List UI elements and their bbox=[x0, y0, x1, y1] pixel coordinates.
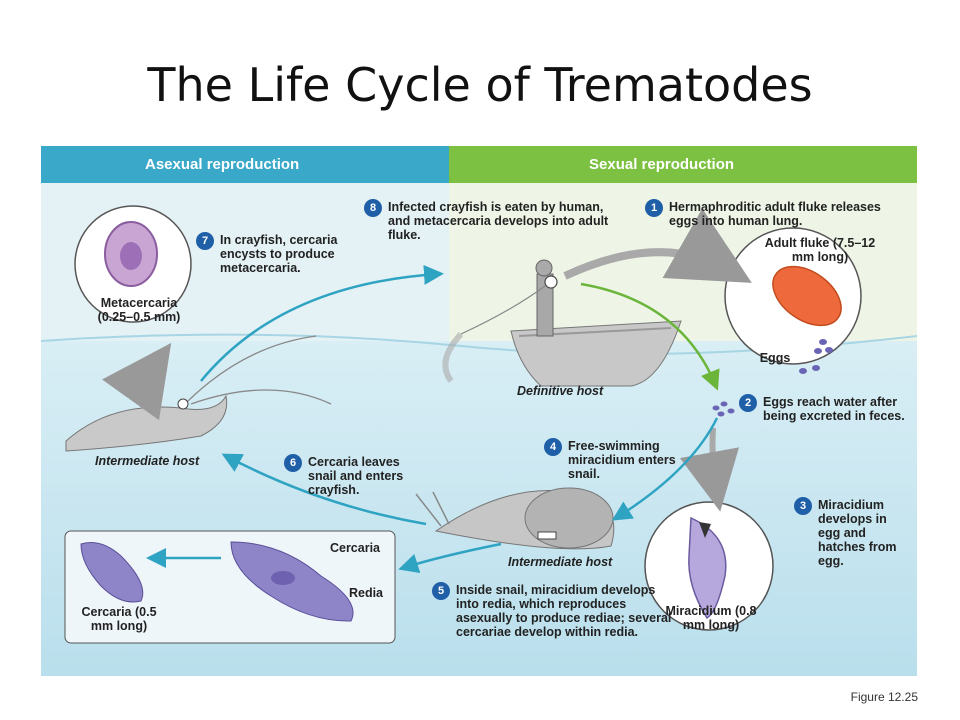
adult-fluke-label: Adult fluke (7.5–12 mm long) bbox=[764, 236, 876, 264]
asexual-band: Asexual reproduction bbox=[41, 146, 449, 183]
definitive-host-label: Definitive host bbox=[517, 384, 604, 398]
arrow-6 bbox=[221, 453, 427, 526]
page-title: The Life Cycle of Trematodes bbox=[147, 58, 813, 112]
step-1-text: Hermaphroditic adult fluke releases eggs… bbox=[669, 200, 881, 228]
step-4-text: Free-swimming miracidium enters snail. bbox=[568, 439, 676, 481]
miracidium-shape bbox=[688, 516, 727, 620]
sexual-band: Sexual reproduction bbox=[449, 146, 917, 183]
step-badge-8: 8 bbox=[364, 199, 382, 217]
arrow-4 bbox=[611, 417, 719, 521]
snail-host-label: Intermediate host bbox=[508, 555, 613, 569]
step-8-text: Infected crayfish is eaten by human, and… bbox=[388, 200, 609, 242]
arrow-grey-fluke bbox=[563, 208, 752, 283]
step-6-text: Cercaria leaves snail and enters crayfis… bbox=[308, 455, 404, 497]
step-7-text: In crayfish, cercaria encysts to produce… bbox=[220, 233, 338, 275]
step-badge-6: 6 bbox=[284, 454, 302, 472]
step-badge-2: 2 bbox=[739, 394, 757, 412]
step-badge-5: 5 bbox=[432, 582, 450, 600]
figure-reference: Figure 12.25 bbox=[850, 690, 918, 704]
miracidium-label: Miracidium (0.8 mm long) bbox=[665, 604, 757, 632]
arrow-grey-metacercaria bbox=[102, 342, 172, 421]
lung-marker bbox=[544, 275, 558, 289]
step-3-text: Miracidium develops in egg and hatches f… bbox=[818, 498, 897, 568]
redia-label: Redia bbox=[348, 586, 384, 600]
eggs-cluster bbox=[799, 339, 833, 374]
arrow-grey-miracidium bbox=[679, 427, 740, 512]
step-badge-3: 3 bbox=[794, 497, 812, 515]
arrow-5 bbox=[398, 542, 502, 574]
cercaria-small-label: Cercaria (0.5 mm long) bbox=[81, 605, 157, 633]
diagram-artwork bbox=[41, 183, 917, 676]
boat-shape bbox=[510, 320, 682, 387]
step-2-text: Eggs reach water after being excreted in… bbox=[763, 395, 905, 423]
arrow-8 bbox=[200, 264, 444, 382]
step-badge-7: 7 bbox=[196, 232, 214, 250]
metacercaria-label: Metacercaria (0.25–0.5 mm) bbox=[97, 296, 181, 324]
step-badge-1: 1 bbox=[645, 199, 663, 217]
cercaria-small-shape bbox=[80, 542, 144, 603]
eggs-in-water bbox=[712, 401, 735, 417]
cercaria-redia-label: Cercaria bbox=[329, 541, 381, 555]
eggs-label: Eggs bbox=[759, 351, 791, 365]
adult-fluke-shape bbox=[772, 265, 842, 327]
life-cycle-diagram: Asexual reproduction Sexual reproduction… bbox=[41, 146, 917, 676]
step-5-text: Inside snail, miracidium develops into r… bbox=[456, 583, 672, 639]
crayfish-host-label: Intermediate host bbox=[95, 454, 200, 468]
arrow-green bbox=[580, 282, 720, 391]
step-badge-4: 4 bbox=[544, 438, 562, 456]
